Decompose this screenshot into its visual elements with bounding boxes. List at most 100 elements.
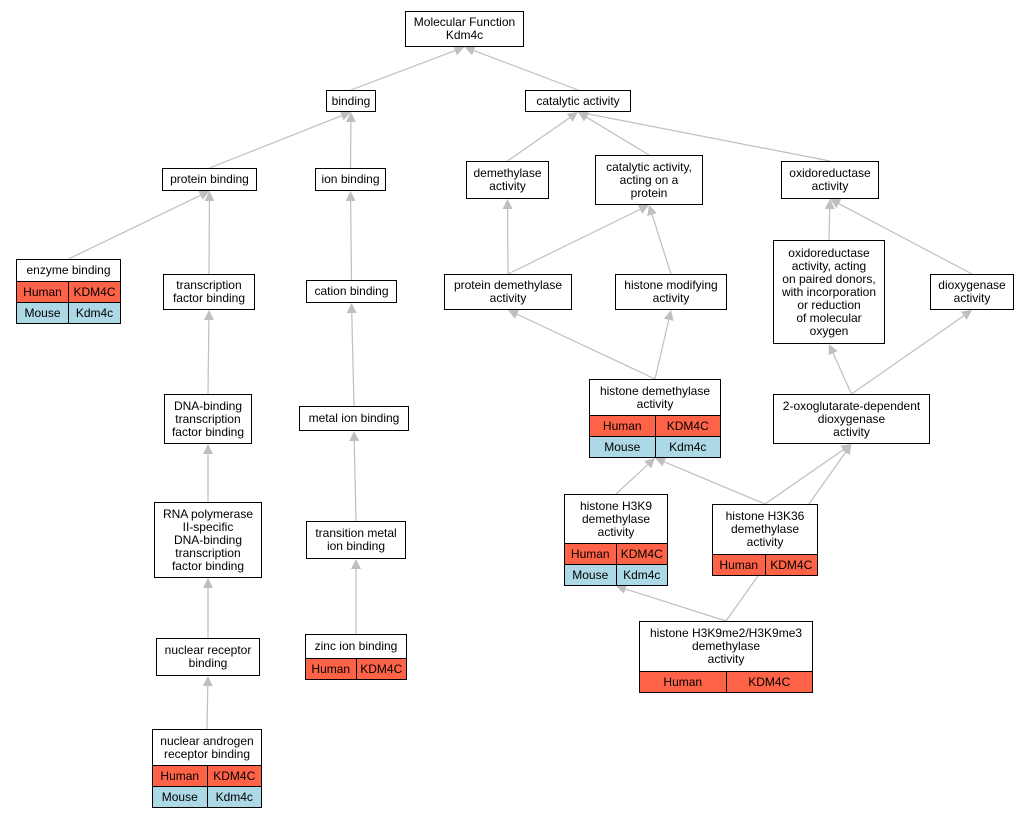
arrowhead	[346, 303, 357, 314]
go-term-label: histone H3K9me2/H3K9me3 demethylase acti…	[649, 626, 803, 666]
species-cell: Human	[663, 675, 703, 689]
go-term-label: demethylase activity	[473, 166, 542, 193]
edge-h3k36-to-oxoglutarate	[764, 449, 844, 505]
edge-oxoglutarate-to-dioxygenase	[851, 315, 965, 395]
go-term-label: dioxygenase activity	[938, 278, 1006, 305]
go-term-label: histone demethylase activity	[599, 383, 711, 411]
arrowhead	[637, 204, 649, 214]
go-term-label: catalytic activity, acting on a protein	[606, 159, 692, 200]
edge-transition_metal-to-metal_ion	[353, 440, 357, 522]
gene-cell: Kdm4c	[68, 303, 120, 323]
go-term-label: ion binding	[321, 172, 380, 186]
gene-cell: KDM4C	[764, 555, 818, 575]
gene-cell: KDM4C	[206, 766, 262, 786]
edge-histone_demethylase-to-protein_demethylase	[516, 313, 656, 380]
go-term-label: protein demethylase activity	[453, 278, 563, 305]
arrowhead	[502, 199, 513, 210]
go-term-nuclear-receptor: nuclear receptor binding	[156, 638, 260, 676]
go-term-label: nuclear receptor binding	[164, 643, 252, 670]
go-term-label: histone H3K9 demethylase activity	[579, 498, 653, 539]
go-term-label: zinc ion binding	[314, 639, 398, 653]
arrowhead	[345, 191, 356, 202]
edge-demethylase-to-catalytic	[507, 117, 571, 162]
arrowhead	[198, 190, 210, 200]
species-cell: Human	[23, 285, 62, 299]
species-row-mouse: Mouse Kdm4c	[590, 436, 720, 457]
arrowhead	[960, 310, 972, 320]
go-term-oxoglutarate: 2-oxoglutarate-dependent dioxygenase act…	[773, 394, 930, 444]
gene-cell: KDM4C	[615, 544, 668, 564]
arrowhead	[203, 444, 213, 454]
arrowhead	[616, 584, 628, 594]
go-term-metal-ion: metal ion binding	[299, 406, 409, 431]
go-term-label: 2-oxoglutarate-dependent dioxygenase act…	[782, 398, 921, 439]
edge-binding-to-root	[350, 49, 456, 91]
gene-cell: Kdm4c	[654, 437, 721, 457]
arrowhead	[841, 444, 852, 456]
edge-oxoglutarate-to-oxidoreductase_paired	[832, 352, 853, 395]
go-term-protein-binding: protein binding	[162, 168, 257, 191]
edge-oxidoreductase-to-catalytic	[587, 113, 831, 162]
arrowhead	[828, 344, 838, 356]
arrowhead	[830, 199, 842, 209]
gene-cell: KDM4C	[355, 659, 407, 679]
species-row-human: Human KDM4C	[565, 543, 667, 564]
edge-dna_binding_tf-to-tf_binding	[207, 319, 210, 395]
go-term-cation-binding: cation binding	[306, 280, 397, 303]
species-cell: Human	[160, 769, 200, 783]
arrowhead	[655, 457, 667, 467]
arrowhead	[202, 676, 213, 687]
go-term-label: RNA polymerase II-specific DNA-binding t…	[162, 506, 254, 573]
edge-cation_binding-to-ion_binding	[350, 200, 353, 281]
species-row-human: Human KDM4C	[640, 671, 812, 692]
edge-h3k36-to-histone_demethylase	[663, 461, 766, 505]
go-term-dioxygenase: dioxygenase activity	[930, 274, 1014, 310]
species-cell: Mouse	[24, 306, 61, 320]
go-term-label: histone H3K36 demethylase activity	[725, 509, 805, 549]
edge-oxidoreductase_paired-to-oxidoreductase	[828, 208, 831, 241]
go-term-catalytic-protein: catalytic activity, acting on a protein	[595, 155, 703, 205]
species-row-human: Human KDM4C	[153, 765, 261, 786]
edge-h3k9me2-to-h3k9	[625, 588, 727, 622]
edge-protein_binding-to-binding	[209, 115, 342, 169]
go-term-protein-demethylase: protein demethylase activity	[444, 274, 572, 310]
go-term-label: histone modifying activity	[624, 278, 718, 305]
go-term-oxidoreductase-paired: oxidoreductase activity, acting on paire…	[773, 240, 885, 344]
species-cell: Human	[570, 547, 610, 561]
go-term-demethylase: demethylase activity	[466, 161, 549, 199]
species-cell: Mouse	[161, 790, 198, 804]
arrowhead	[204, 191, 215, 202]
go-term-label: oxidoreductase activity	[789, 166, 871, 193]
species-cell: Mouse	[572, 568, 609, 582]
arrowhead	[566, 112, 578, 122]
gene-cell: KDM4C	[654, 416, 721, 436]
go-term-histone-modifying: histone modifying activity	[615, 274, 727, 310]
go-term-binding: binding	[326, 90, 376, 112]
species-cell: Human	[311, 662, 351, 676]
edge-catalytic_protein-to-catalytic	[586, 116, 650, 156]
go-term-label: nuclear androgen receptor binding	[160, 733, 254, 761]
edge-histone_modifying-to-catalytic_protein	[651, 214, 672, 275]
edge-catalytic-to-root	[473, 49, 579, 91]
species-row-mouse: Mouse Kdm4c	[17, 302, 120, 323]
species-cell: Mouse	[604, 440, 641, 454]
arrowhead	[203, 578, 213, 588]
go-term-label: DNA-binding transcription factor binding	[171, 398, 245, 439]
go-term-label: binding	[331, 93, 371, 108]
gene-cell: KDM4C	[725, 672, 813, 692]
go-term-ion-binding: ion binding	[315, 168, 386, 191]
go-term-transition-metal: transition metal ion binding	[306, 521, 406, 559]
edge-enzyme_binding-to-protein_binding	[68, 194, 201, 260]
go-term-rna-pol-ii: RNA polymerase II-specific DNA-binding t…	[154, 502, 262, 578]
arrowhead	[351, 559, 361, 569]
go-term-label: Molecular Function Kdm4c	[413, 15, 516, 42]
